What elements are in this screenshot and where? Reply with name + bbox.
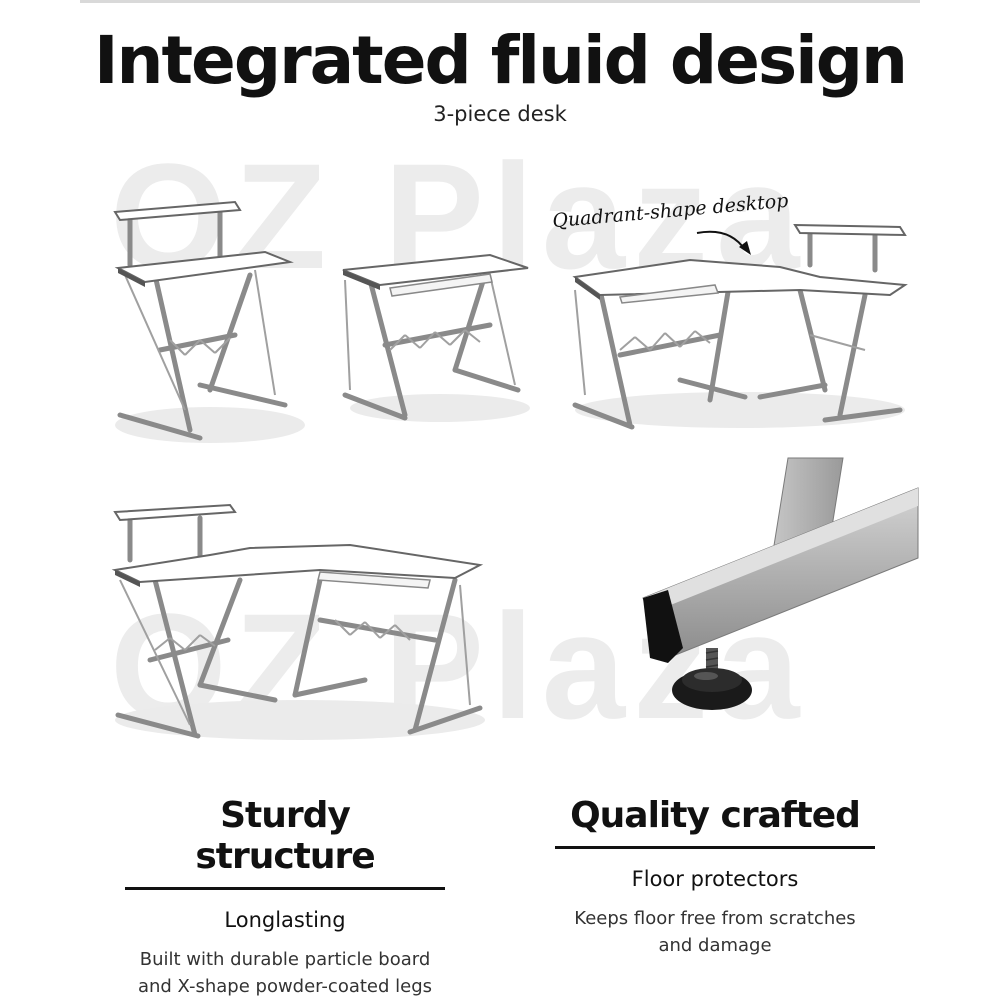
computer-desk-image <box>342 253 530 422</box>
callout-arrow-icon <box>696 230 751 255</box>
feature-description-line: and X-shape powder-coated legs <box>137 976 433 997</box>
corner-desk-image <box>572 223 908 430</box>
feature-sturdy-structure: Sturdy structure Longlasting Built with … <box>125 795 445 1000</box>
feature-subtitle: Longlasting <box>224 908 346 932</box>
feature-title: Sturdy structure <box>195 795 375 877</box>
feature-description-line: Built with durable particle board <box>139 949 431 970</box>
feature-description: Keeps floor free from scratches and dama… <box>555 905 875 959</box>
feature-subtitle: Floor protectors <box>631 867 799 891</box>
feature-description-line: and damage <box>658 935 772 956</box>
feature-quality-crafted: Quality crafted Floor protectors Keeps f… <box>555 795 875 959</box>
divider <box>125 887 445 890</box>
assembled-l-desk-image <box>111 503 485 740</box>
feature-description-line: Keeps floor free from scratches <box>574 908 856 929</box>
feature-description: Built with durable particle board and X-… <box>125 946 445 1000</box>
page-subtitle: 3-piece desk <box>433 102 567 126</box>
page-title: Integrated fluid design <box>93 22 908 99</box>
desk-with-shelf-image <box>113 200 305 443</box>
floor-protector-closeup-image <box>642 457 919 710</box>
divider <box>555 846 875 849</box>
feature-title: Quality crafted <box>570 795 861 836</box>
top-rule <box>80 0 920 3</box>
